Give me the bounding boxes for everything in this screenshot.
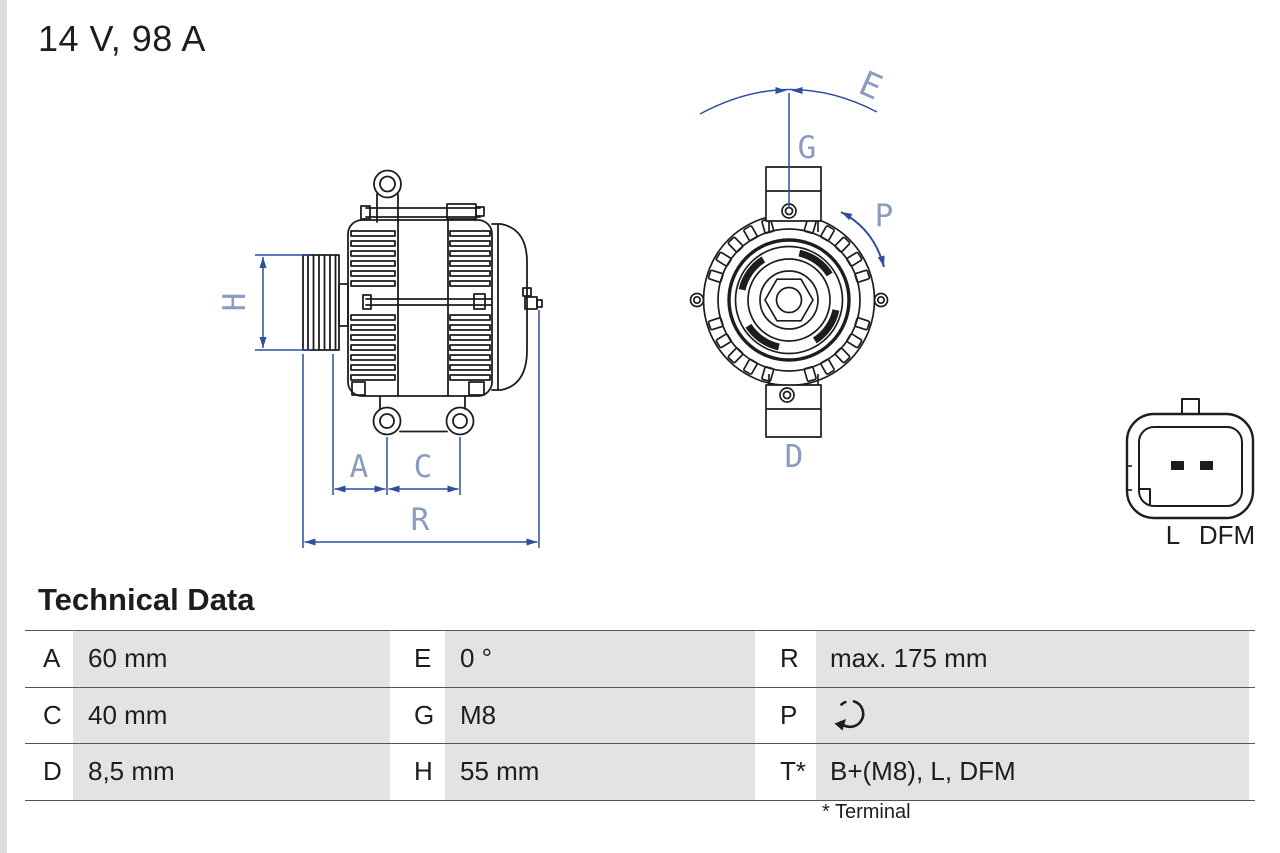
table-row: A 60 mm E 0 ° R max. 175 mm: [25, 630, 1255, 687]
pin-l: [1171, 461, 1184, 470]
e-arrow-left: [775, 87, 787, 94]
tech-key-r: R: [780, 643, 799, 673]
front-view-drawing: [689, 166, 889, 438]
fan-blades: [737, 248, 841, 352]
tech-key-a: A: [43, 643, 61, 673]
side-view-drawing: [302, 169, 543, 436]
connector-inner: [1138, 426, 1243, 507]
table-row: D 8,5 mm H 55 mm T* B+(M8), L, DFM: [25, 743, 1255, 800]
dim-label-h: H: [217, 293, 253, 312]
connector-tab: [1181, 398, 1200, 416]
front-view-dimensions: [699, 88, 885, 268]
side-ears: [689, 292, 889, 308]
technical-data-table: A 60 mm E 0 ° R max. 175 mm C 40 mm G M8…: [25, 630, 1255, 801]
top-mounting-lug-side: [373, 169, 402, 223]
tech-key-d: D: [43, 756, 62, 786]
dim-label-d: D: [785, 439, 804, 475]
rotation-direction-icon: [834, 700, 865, 731]
connector-diagram: [1125, 398, 1255, 520]
tech-value-h: 55 mm: [445, 744, 755, 800]
technical-data-title: Technical Data: [38, 582, 255, 617]
bottom-mounting-lug-front: [765, 384, 822, 438]
alternator-body-side: [347, 203, 543, 397]
bottom-mounting-bracket: [351, 381, 485, 436]
alternator-technical-drawing: H A C R: [217, 64, 1255, 550]
tech-value-d: 8,5 mm: [73, 744, 390, 800]
tech-value-r: max. 175 mm: [816, 631, 1249, 687]
tech-value-e: 0 °: [445, 631, 755, 687]
dim-label-g: G: [798, 130, 817, 166]
shaft-nut-hex: [764, 278, 814, 322]
rear-fins: [449, 230, 491, 381]
e-arrow-right: [791, 87, 803, 94]
pin-dfm: [1200, 461, 1213, 470]
pulley: [302, 254, 349, 351]
bplus-terminal-stud: [522, 287, 543, 310]
tech-key-t: T*: [780, 756, 806, 786]
connector-label-dfm: DFM: [1199, 520, 1255, 550]
product-rating: 14 V, 98 A: [38, 18, 206, 59]
tech-key-c: C: [43, 699, 62, 730]
side-view-dimensions: [255, 254, 540, 548]
tech-value-g: M8: [445, 687, 755, 743]
p-rotation-arrow: [840, 211, 885, 268]
table-row: C 40 mm G M8 P: [25, 686, 1255, 743]
tech-value-c: 40 mm: [73, 687, 390, 743]
tech-key-h: H: [414, 756, 433, 786]
tech-value-p: [816, 687, 1249, 743]
terminal-footnote: * Terminal: [822, 801, 911, 823]
vent-slots: [707, 217, 871, 383]
tech-key-e: E: [414, 643, 432, 673]
dim-label-c: C: [414, 449, 433, 485]
e-angle-arc: [699, 88, 878, 115]
tech-value-a: 60 mm: [73, 631, 390, 687]
connector-label-l: L: [1166, 520, 1180, 550]
top-mounting-lug-front: [765, 166, 822, 222]
page-edge-strip: [0, 0, 7, 853]
dim-label-a: A: [350, 449, 369, 485]
tech-value-t: B+(M8), L, DFM: [816, 744, 1249, 800]
dim-label-p: P: [875, 198, 894, 234]
connector-keying-notch: [1139, 488, 1151, 505]
dim-label-e: E: [853, 64, 888, 109]
dim-label-r: R: [411, 502, 430, 538]
tech-key-g: G: [414, 699, 435, 730]
tech-key-p: P: [780, 699, 798, 730]
front-fins: [350, 230, 396, 381]
